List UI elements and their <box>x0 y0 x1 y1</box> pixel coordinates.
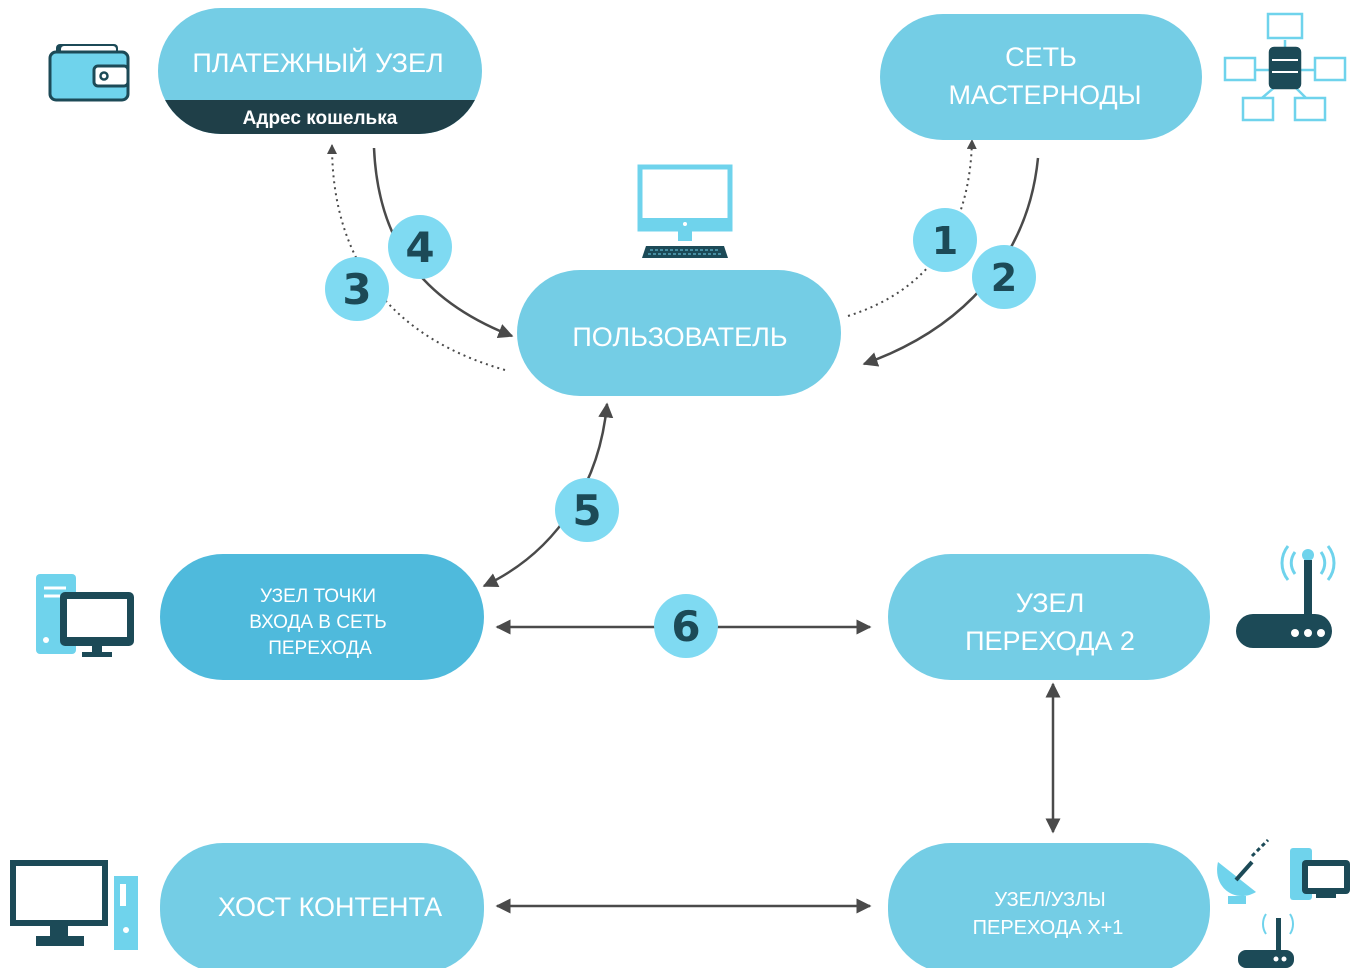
user-node: ПОЛЬЗОВАТЕЛЬ <box>517 270 841 396</box>
entry-line1: УЗЕЛ ТОЧКИ <box>260 586 376 607</box>
payment-node-title: ПЛАТЕЖНЫЙ УЗЕЛ <box>192 47 443 78</box>
entry-line2: ВХОДА В СЕТЬ <box>249 612 386 633</box>
step-badge-6: 6 <box>654 594 718 658</box>
desktop-computer-icon <box>637 164 733 258</box>
transit-nodes-x1: УЗЕЛ/УЗЛЫ ПЕРЕХОДА X+1 <box>888 843 1210 968</box>
step-number: 1 <box>932 219 958 263</box>
step-badge-4: 4 <box>388 215 452 279</box>
step-number: 2 <box>991 256 1017 300</box>
step-badge-2: 2 <box>972 245 1036 309</box>
transitx1-line1: УЗЕЛ/УЗЛЫ <box>994 889 1105 911</box>
step-badge-5: 5 <box>555 478 619 542</box>
satellite-router-pc-icon <box>1217 838 1350 968</box>
content-host-title: ХОСТ КОНТЕНТА <box>218 892 442 922</box>
masternode-network-node: СЕТЬ МАСТЕРНОДЫ <box>880 14 1202 140</box>
step-number: 6 <box>671 602 700 651</box>
step-number: 4 <box>405 223 434 272</box>
masternode-line2: МАСТЕРНОДЫ <box>948 80 1141 110</box>
step-badge-3: 3 <box>325 257 389 321</box>
masternode-line1: СЕТЬ <box>1005 42 1077 72</box>
transitx1-line2: ПЕРЕХОДА X+1 <box>973 917 1124 939</box>
transit2-line1: УЗЕЛ <box>1016 588 1085 618</box>
content-host-node: ХОСТ КОНТЕНТА <box>160 843 484 968</box>
step-badge-1: 1 <box>913 208 977 272</box>
wallet-icon <box>48 44 130 102</box>
step-number: 5 <box>572 486 601 535</box>
transit-node-2: УЗЕЛ ПЕРЕХОДА 2 <box>888 554 1210 680</box>
wifi-router-icon <box>1236 545 1336 648</box>
step-number: 3 <box>342 265 371 314</box>
user-title: ПОЛЬЗОВАТЕЛЬ <box>572 322 787 352</box>
entry-node: УЗЕЛ ТОЧКИ ВХОДА В СЕТЬ ПЕРЕХОДА <box>160 554 484 680</box>
payment-node: ПЛАТЕЖНЫЙ УЗЕЛ Адрес кошелька <box>158 8 482 134</box>
entry-line3: ПЕРЕХОДА <box>268 638 372 659</box>
payment-node-subtitle: Адрес кошелька <box>243 108 398 129</box>
pc-tower-monitor-icon <box>36 574 134 657</box>
desktop-tower-icon <box>10 860 138 950</box>
server-network-icon <box>1223 12 1347 122</box>
transit2-line2: ПЕРЕХОДА 2 <box>965 626 1135 656</box>
